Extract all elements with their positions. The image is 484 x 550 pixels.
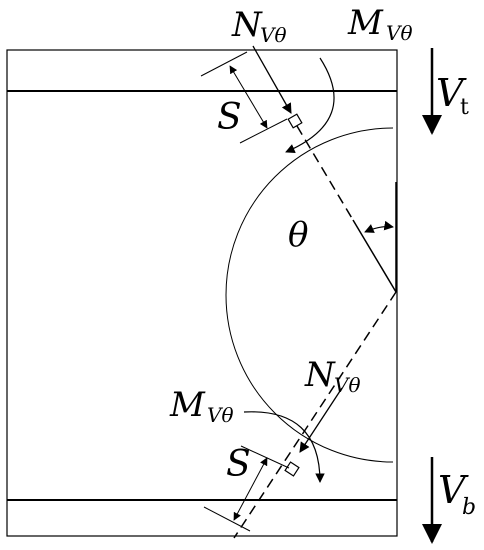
s-top-ext-2	[239, 118, 288, 144]
m-top-label-sub: Vθ	[386, 21, 412, 45]
v-bot-label-sub: b	[462, 495, 476, 520]
top-section-point	[287, 113, 303, 129]
lower-section-dashed	[233, 291, 397, 539]
m-bot-arrow	[243, 411, 325, 483]
v-top-label-sub: t	[460, 95, 469, 120]
opening-circle-arc	[225, 127, 394, 463]
s-top-label: S	[217, 97, 242, 138]
upper-section-solid-2	[352, 219, 397, 293]
n-top-label-sub: Vθ	[260, 23, 286, 47]
m-top-label-main: M	[347, 3, 384, 43]
v-top-label-main: V	[436, 71, 467, 115]
bottom-section-point	[284, 461, 300, 477]
s-bot-ext-2	[203, 506, 251, 532]
m-bot-label-main: M	[169, 385, 206, 425]
m-top-arrow	[285, 57, 335, 153]
theta-label: θ	[288, 215, 308, 255]
s-bot-dim	[233, 457, 268, 521]
s-bot-label: S	[226, 444, 251, 485]
s-bot-ext-1	[240, 445, 290, 469]
s-top-dim	[229, 65, 268, 129]
upper-section-dashed	[296, 125, 354, 221]
s-top-ext-1	[200, 51, 248, 77]
panel-outline	[6, 49, 398, 537]
m-bot-label-sub: Vθ	[207, 403, 233, 427]
theta-angle-arc	[364, 220, 394, 233]
n-mid-label-sub: Vθ	[334, 373, 360, 397]
n-mid-label-main: N	[304, 355, 336, 395]
n-top-arrow	[252, 45, 292, 114]
v-bot-label-main: V	[438, 468, 469, 512]
n-mid-arrow	[299, 387, 343, 453]
n-top-label-main: N	[231, 5, 263, 45]
